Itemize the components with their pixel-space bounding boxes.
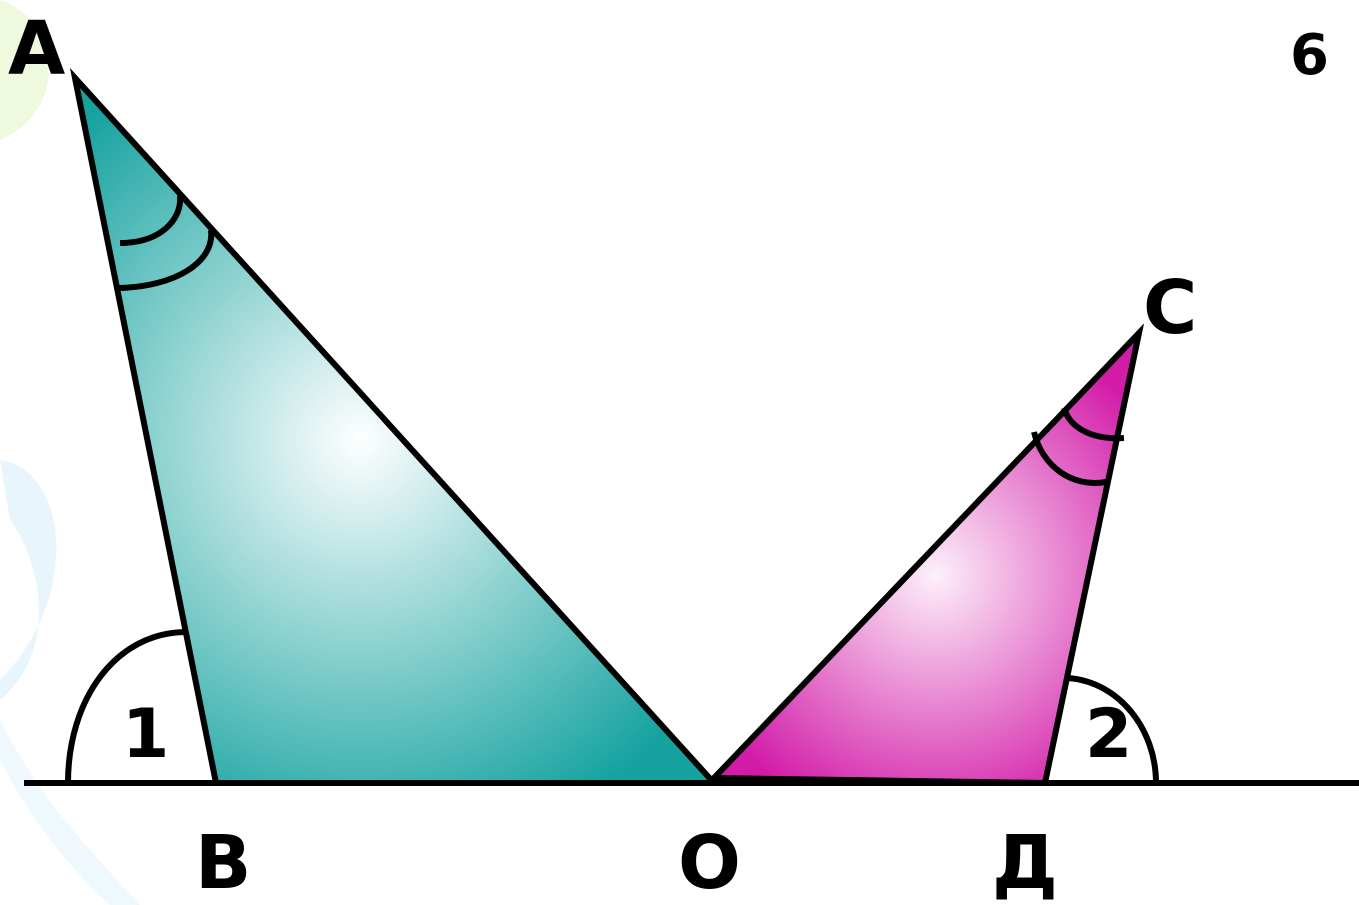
angle-1-arc	[65, 629, 188, 784]
label-point-c: С	[1143, 265, 1197, 351]
figure-number: 6	[1290, 23, 1329, 88]
label-point-d: Д	[992, 820, 1058, 905]
triangle-abo	[69, 67, 721, 786]
background-decoration	[0, 0, 140, 905]
label-point-b: В	[195, 820, 251, 905]
angle-c-marks	[1031, 406, 1125, 486]
label-point-a: A	[8, 6, 65, 92]
label-angle-2: 2	[1085, 695, 1132, 774]
label-point-o: О	[678, 820, 741, 905]
label-angle-1: 1	[122, 695, 169, 774]
triangle-odc	[707, 323, 1145, 787]
angle-a-marks	[117, 195, 215, 291]
angle-2-arc	[1067, 675, 1159, 784]
